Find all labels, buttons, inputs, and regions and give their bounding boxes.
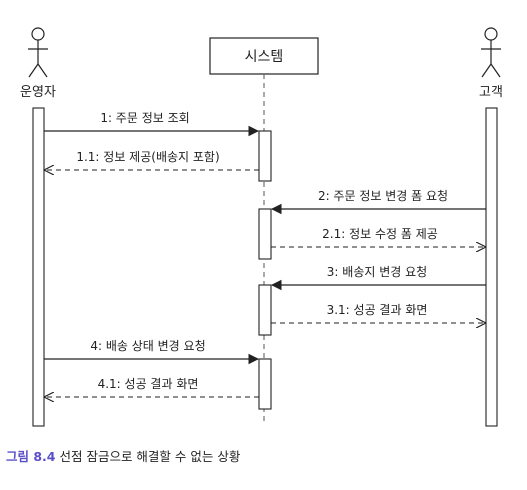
- system-box: [209, 37, 319, 75]
- system-activation-2: [258, 208, 272, 260]
- system-activation-4: [258, 358, 272, 410]
- customer-actor-icon: [481, 27, 501, 78]
- message-4-label: 4: 배송 상태 변경 요청: [90, 339, 205, 353]
- customer-actor-label: 고객: [479, 85, 503, 100]
- figure-caption-text: 선점 잠금으로 해결할 수 없는 상황: [59, 449, 241, 464]
- operator-lifeline: [32, 107, 45, 427]
- sequence-diagram: 운영자 고객 시스템 1: 주문 정보 조회 1.1: 정보 제공(배송지 포함…: [20, 27, 503, 427]
- operator-actor-icon: [28, 27, 48, 78]
- message-3-label: 3: 배송지 변경 요청: [327, 265, 427, 279]
- system-label: 시스템: [245, 49, 284, 65]
- system-activation-1: [258, 130, 272, 182]
- message-1-1-label: 1.1: 정보 제공(배송지 포함): [76, 150, 219, 164]
- customer-lifeline: [485, 107, 498, 427]
- figure-caption: 그림 8.4 선점 잠금으로 해결할 수 없는 상황: [6, 446, 240, 465]
- message-4-1-label: 4.1: 성공 결과 화면: [98, 377, 199, 391]
- message-2-label: 2: 주문 정보 변경 폼 요청: [318, 189, 448, 203]
- system-activation-3: [258, 284, 272, 336]
- message-2-1-label: 2.1: 정보 수정 폼 제공: [322, 227, 438, 241]
- message-3-1-label: 3.1: 성공 결과 화면: [327, 303, 428, 317]
- operator-actor-label: 운영자: [20, 85, 56, 100]
- figure-number: 그림 8.4: [6, 449, 56, 464]
- message-1-label: 1: 주문 정보 조회: [100, 111, 189, 125]
